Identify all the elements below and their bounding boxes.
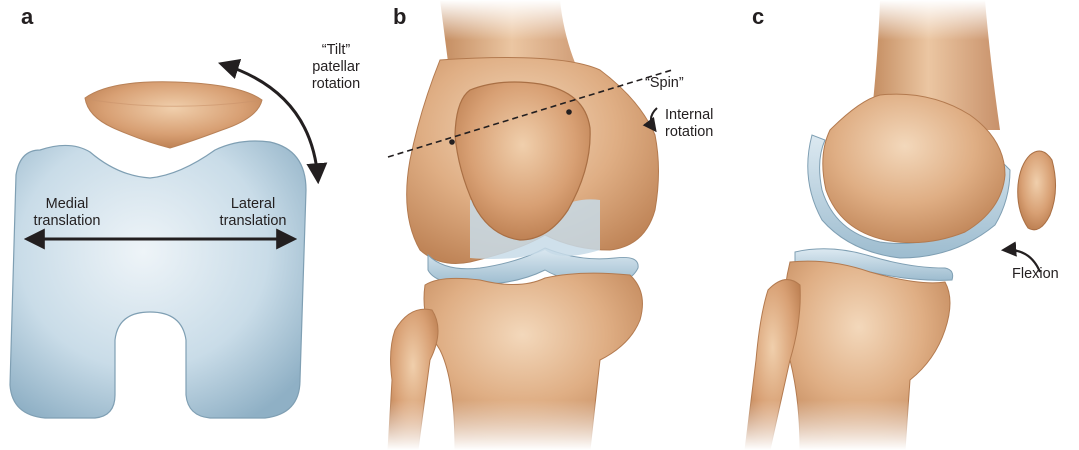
patella-disc [85,82,262,148]
panel-letter-b: b [393,4,406,30]
internal-rotation-arrow [651,108,657,130]
tilt-label-line1: “Tilt” [296,42,376,59]
panel-b-artwork [380,0,672,450]
tilt-label: “Tilt” patellar rotation [296,42,376,93]
panel-letter-a: a [21,4,33,30]
panel-letter-c: c [752,4,764,30]
medial-label-line1: Medial [22,196,112,213]
patella-side [1018,151,1056,230]
tilt-label-line3: rotation [296,76,376,93]
tilt-label-line2: patellar [296,59,376,76]
internal-label-line1: Internal [665,107,713,124]
femoral-trochlea-block [10,141,306,418]
internal-rotation-label: Internal rotation [665,107,713,141]
lateral-label-line2: translation [205,213,301,230]
lateral-translation-label: Lateral translation [205,196,301,230]
panel-a-artwork [10,64,318,418]
medial-translation-label: Medial translation [22,196,112,230]
flexion-label: Flexion [1012,266,1059,283]
axis-point-medial [449,139,455,145]
spin-label: “Spin” [645,75,684,92]
internal-label-line2: rotation [665,124,713,141]
medial-label-line2: translation [22,213,112,230]
panel-c-artwork [740,0,1056,450]
axis-point-lateral [566,109,572,115]
lateral-label-line1: Lateral [205,196,301,213]
